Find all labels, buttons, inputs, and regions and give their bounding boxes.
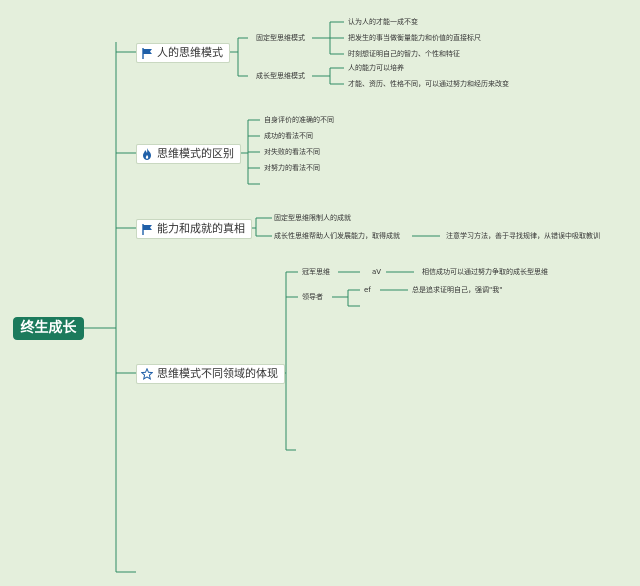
champion-sub[interactable]: aV: [372, 268, 382, 276]
flag-icon: [141, 223, 153, 235]
fixed-mindset-node[interactable]: 固定型思维模式: [256, 34, 305, 42]
fixed-item[interactable]: 把发生的事当做衡量能力和价值的直接标尺: [348, 34, 481, 42]
topic-label: 思维模式的区别: [157, 147, 234, 160]
flame-icon: [141, 148, 153, 160]
flag-icon: [141, 47, 153, 59]
leader-detail[interactable]: 总是追求证明自己，强调"我": [412, 286, 503, 294]
topic-ability-truth[interactable]: 能力和成就的真相: [136, 219, 252, 239]
root-label: 终生成长: [20, 320, 77, 336]
fixed-item[interactable]: 认为人的才能一成不变: [348, 18, 418, 26]
topic-mindset-difference[interactable]: 思维模式的区别: [136, 144, 241, 164]
topic-label: 能力和成就的真相: [157, 222, 245, 235]
difference-item[interactable]: 自身评价的准确的不同: [264, 116, 334, 124]
champion-node[interactable]: 冠军思维: [302, 268, 330, 276]
leader-sub[interactable]: ef: [364, 286, 371, 294]
topic-label: 思维模式不同领域的体现: [157, 367, 278, 380]
star-icon: [141, 368, 153, 380]
growth-item[interactable]: 人的能力可以培养: [348, 64, 404, 72]
ability-detail[interactable]: 注意学习方法，善于寻找规律，从错误中吸取教训: [446, 232, 600, 240]
growth-mindset-node[interactable]: 成长型思维模式: [256, 72, 305, 80]
difference-item[interactable]: 对努力的看法不同: [264, 164, 320, 172]
topic-thinking-modes[interactable]: 人的思维模式: [136, 43, 230, 63]
difference-item[interactable]: 成功的看法不同: [264, 132, 313, 140]
growth-item[interactable]: 才能、资历、性格不同，可以通过努力和经历来改变: [348, 80, 509, 88]
champion-detail[interactable]: 相信成功可以通过努力争取的成长型思维: [422, 268, 548, 276]
ability-item[interactable]: 固定型思维限制人的成就: [274, 214, 351, 222]
topic-label: 人的思维模式: [157, 46, 223, 59]
difference-item[interactable]: 对失败的看法不同: [264, 148, 320, 156]
topic-mindset-domains[interactable]: 思维模式不同领域的体现: [136, 364, 285, 384]
leader-node[interactable]: 领导者: [302, 293, 323, 301]
ability-item[interactable]: 成长性思维帮助人们发展能力，取得成就: [274, 232, 400, 240]
root-node[interactable]: 终生成长: [13, 317, 84, 340]
fixed-item[interactable]: 时刻想证明自己的智力、个性和特征: [348, 50, 460, 58]
